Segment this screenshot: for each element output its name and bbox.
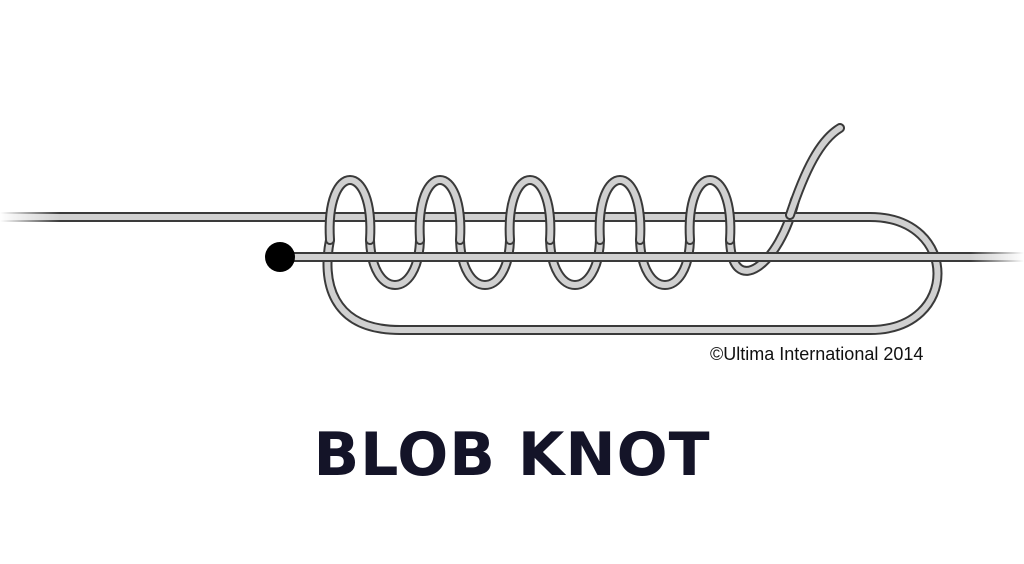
- copyright-text: ©Ultima International 2014: [710, 344, 924, 364]
- left-fade: [0, 200, 60, 270]
- coil-upper-3: [506, 177, 554, 243]
- coil-lower-1-outline: [365, 235, 425, 290]
- right-fade: [970, 240, 1024, 280]
- coil-front-strands: [324, 123, 845, 245]
- coil-upper-4: [596, 177, 644, 243]
- coil-upper-2: [416, 177, 464, 243]
- diagram-title: BLOB KNOT: [313, 420, 711, 490]
- coil-tail: [787, 125, 843, 218]
- coil-lower-3-outline: [545, 235, 605, 290]
- coil-upper-5: [686, 177, 734, 243]
- coil-upper-1: [326, 177, 374, 243]
- main-line: [0, 212, 943, 335]
- coil-lower-4-outline: [635, 235, 695, 290]
- tag-end-blob: [265, 242, 295, 272]
- coil-lower-2-outline: [455, 235, 515, 290]
